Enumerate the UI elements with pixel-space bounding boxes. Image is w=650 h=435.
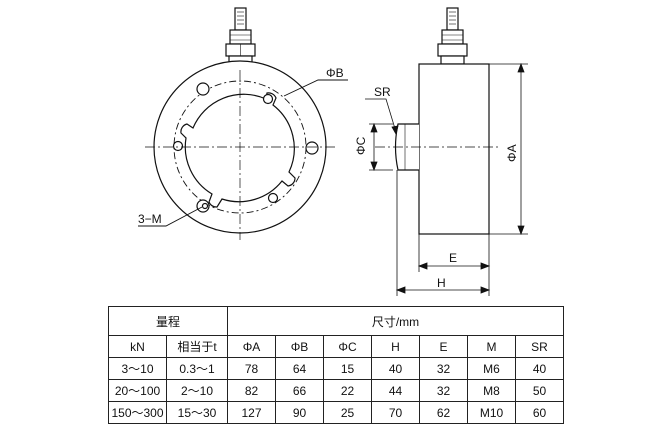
front-view (138, 7, 348, 240)
cell: 150～300 (108, 401, 167, 424)
ring-hole (305, 141, 319, 155)
cell: 70 (371, 401, 420, 424)
leader-3m (138, 206, 203, 227)
cell: M8 (467, 379, 516, 402)
col-e: E (419, 335, 468, 358)
side-body (418, 63, 490, 235)
cell: 15 (323, 357, 372, 380)
table-column-header: kN 相当于t ΦA ΦB ΦC H E M SR (108, 335, 564, 358)
cell: 2～10 (166, 379, 228, 402)
cell: 32 (419, 379, 468, 402)
table-row: 3～10 0.3～1 78 64 15 40 32 M6 40 (108, 357, 564, 380)
table-group-header: 量程 尺寸/mm (108, 306, 564, 336)
cell: 82 (227, 379, 276, 402)
col-m: M (467, 335, 516, 358)
cell: 40 (371, 357, 420, 380)
cell: 127 (227, 401, 276, 424)
threaded-hole (267, 192, 279, 204)
threaded-hole (201, 202, 209, 210)
label-phi-b: ΦB (326, 66, 344, 80)
cell: 40 (515, 357, 564, 380)
side-dimensions (365, 62, 528, 296)
col-ton: 相当于t (166, 335, 228, 358)
cell: 50 (515, 379, 564, 402)
cell: 32 (419, 357, 468, 380)
cell: 20～100 (108, 379, 167, 402)
threaded-hole (172, 140, 184, 152)
side-cable-gland (441, 29, 464, 45)
group-dimensions: 尺寸/mm (227, 306, 564, 336)
cable-gland (229, 29, 252, 45)
label-sr: SR (374, 85, 391, 99)
label-phi-a: ΦA (505, 144, 519, 162)
cell: 78 (227, 357, 276, 380)
cell: M6 (467, 357, 516, 380)
cell: 15～30 (166, 401, 228, 424)
load-cell-drawing: ΦB 3−M (138, 7, 528, 296)
col-phi-b: ΦB (275, 335, 324, 358)
cell: 25 (323, 401, 372, 424)
col-kn: kN (108, 335, 167, 358)
ring-hole (196, 82, 210, 96)
cell: 90 (275, 401, 324, 424)
group-range: 量程 (108, 306, 228, 336)
side-cable (446, 7, 459, 31)
cell: 44 (371, 379, 420, 402)
label-3m: 3−M (138, 212, 162, 226)
cell: 66 (275, 379, 324, 402)
leader-phi-b (283, 79, 348, 97)
cell: 60 (515, 401, 564, 424)
col-phi-c: ΦC (323, 335, 372, 358)
cell: M10 (467, 401, 516, 424)
side-view (375, 7, 500, 235)
label-h: H (437, 276, 446, 290)
cell: 64 (275, 357, 324, 380)
col-sr: SR (515, 335, 564, 358)
cell: 62 (419, 401, 468, 424)
table-row: 150～300 15～30 127 90 25 70 62 M10 60 (108, 401, 564, 424)
label-phi-c: ΦC (354, 136, 368, 155)
cell: 3～10 (108, 357, 167, 380)
inner-opening (180, 92, 296, 208)
cable (234, 7, 247, 31)
threaded-hole (262, 93, 274, 105)
specification-table: 量程 尺寸/mm kN 相当于t ΦA ΦB ΦC H E M SR 3～10 … (108, 306, 564, 424)
cell: 0.3～1 (166, 357, 228, 380)
col-h: H (371, 335, 420, 358)
label-e: E (449, 251, 457, 265)
cell: 22 (323, 379, 372, 402)
col-phi-a: ΦA (227, 335, 276, 358)
table-row: 20～100 2～10 82 66 22 44 32 M8 50 (108, 379, 564, 402)
